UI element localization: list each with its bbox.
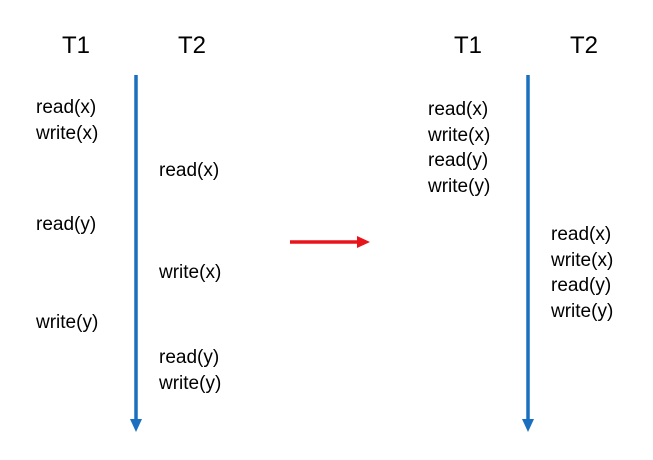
- op-t2-write-y: write(y): [159, 372, 222, 394]
- op-t1-write-x: write(x): [36, 122, 99, 144]
- op-t2-write-x: write(x): [551, 249, 614, 271]
- serial-schedule: T1 T2 read(x) write(x) read(y) write(y) …: [390, 0, 653, 460]
- op-t2-read-x: read(x): [551, 224, 612, 245]
- timeline-arrow-left: [130, 75, 142, 432]
- op-t1-write-x: write(x): [428, 124, 491, 146]
- op-t1-read-x: read(x): [428, 99, 489, 120]
- t1-ops-serial: read(x) write(x) read(y) write(y): [428, 97, 490, 199]
- t2-header-right: T2: [570, 32, 599, 59]
- t2-ops-group-3-left: read(y) write(y): [159, 345, 221, 396]
- op-t1-read-y: read(y): [36, 214, 97, 235]
- op-t1-read-y: read(y): [428, 150, 489, 171]
- t1-ops-group-1-left: read(x) write(x): [36, 95, 98, 146]
- t2-ops-serial: read(x) write(x) read(y) write(y): [551, 222, 613, 324]
- timeline-arrow-right: [522, 75, 534, 432]
- transform-arrow: [290, 236, 370, 248]
- t1-header-left: T1: [62, 32, 91, 59]
- op-t1-write-y: write(y): [428, 175, 491, 197]
- op-t1-read-x: read(x): [36, 97, 97, 118]
- t1-header-right: T1: [454, 32, 483, 59]
- op-t2-write-y: write(y): [551, 300, 614, 322]
- op-t2-read-y: read(y): [551, 275, 612, 296]
- interleaved-schedule: T1 T2 read(x) write(x) read(x) read(y) w…: [0, 0, 290, 460]
- op-t2-write-x: write(x): [159, 262, 222, 283]
- op-t1-write-y: write(y): [36, 312, 99, 333]
- t2-header-left: T2: [178, 32, 207, 59]
- op-t2-read-x: read(x): [159, 160, 220, 181]
- op-t2-read-y: read(y): [159, 347, 220, 368]
